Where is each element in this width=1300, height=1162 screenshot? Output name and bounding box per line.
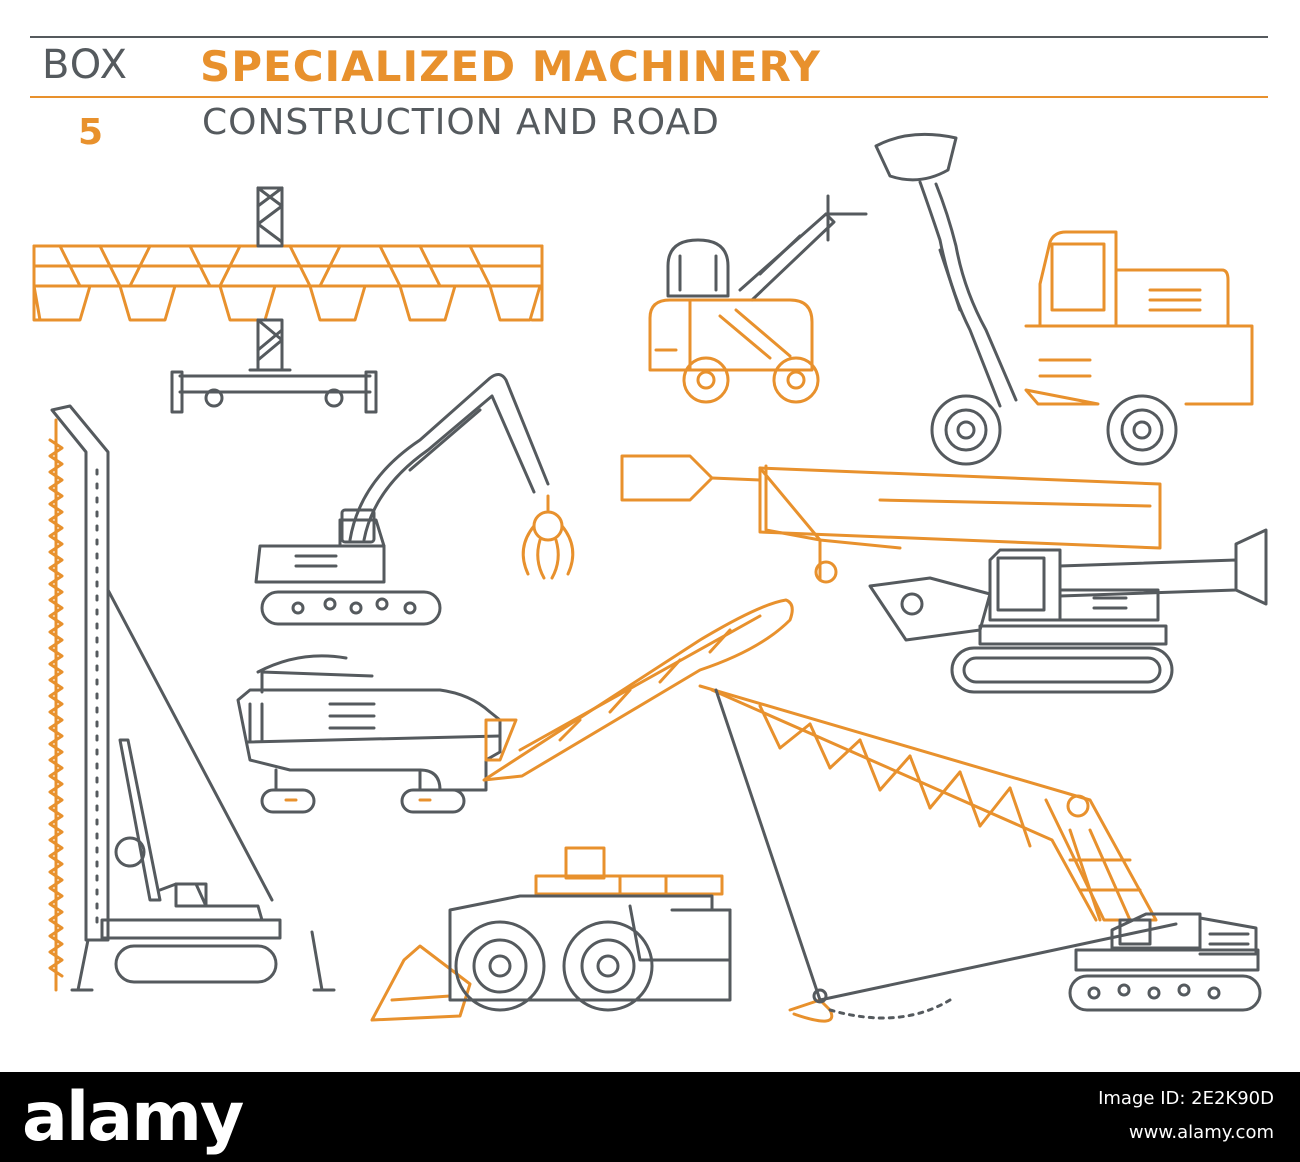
concrete-mixer-truck-icon <box>874 132 1254 466</box>
stock-footer: alamy Image ID: 2E2K90D www.alamy.com <box>0 1072 1300 1162</box>
cold-milling-machine-icon <box>236 598 794 814</box>
dragline-excavator-icon <box>698 684 1262 1023</box>
page-title: SPECIALIZED MACHINERY <box>200 42 821 91</box>
box-label: BOX <box>42 42 129 88</box>
compact-loader-icon <box>648 194 868 404</box>
material-handler-grapple-icon <box>254 373 575 626</box>
wheel-dozer-icon <box>370 846 732 1022</box>
page-subtitle: CONSTRUCTION AND ROAD <box>202 102 720 143</box>
rotary-drilling-rig-icon <box>620 454 1268 694</box>
stock-image-id: Image ID: 2E2K90D <box>1098 1088 1274 1109</box>
header-top-rule <box>30 36 1268 38</box>
gantry-crane-icon <box>32 186 544 414</box>
pile-driver-icon <box>48 404 336 992</box>
header-accent-rule <box>30 96 1268 98</box>
stock-logo[interactable]: alamy <box>22 1078 244 1157</box>
machinery-illustrations <box>32 132 1268 1023</box>
stock-site-link[interactable]: www.alamy.com <box>1128 1122 1274 1143</box>
stock-meta: Image ID: 2E2K90D www.alamy.com <box>1098 1082 1274 1150</box>
box-number: 5 <box>78 112 104 153</box>
